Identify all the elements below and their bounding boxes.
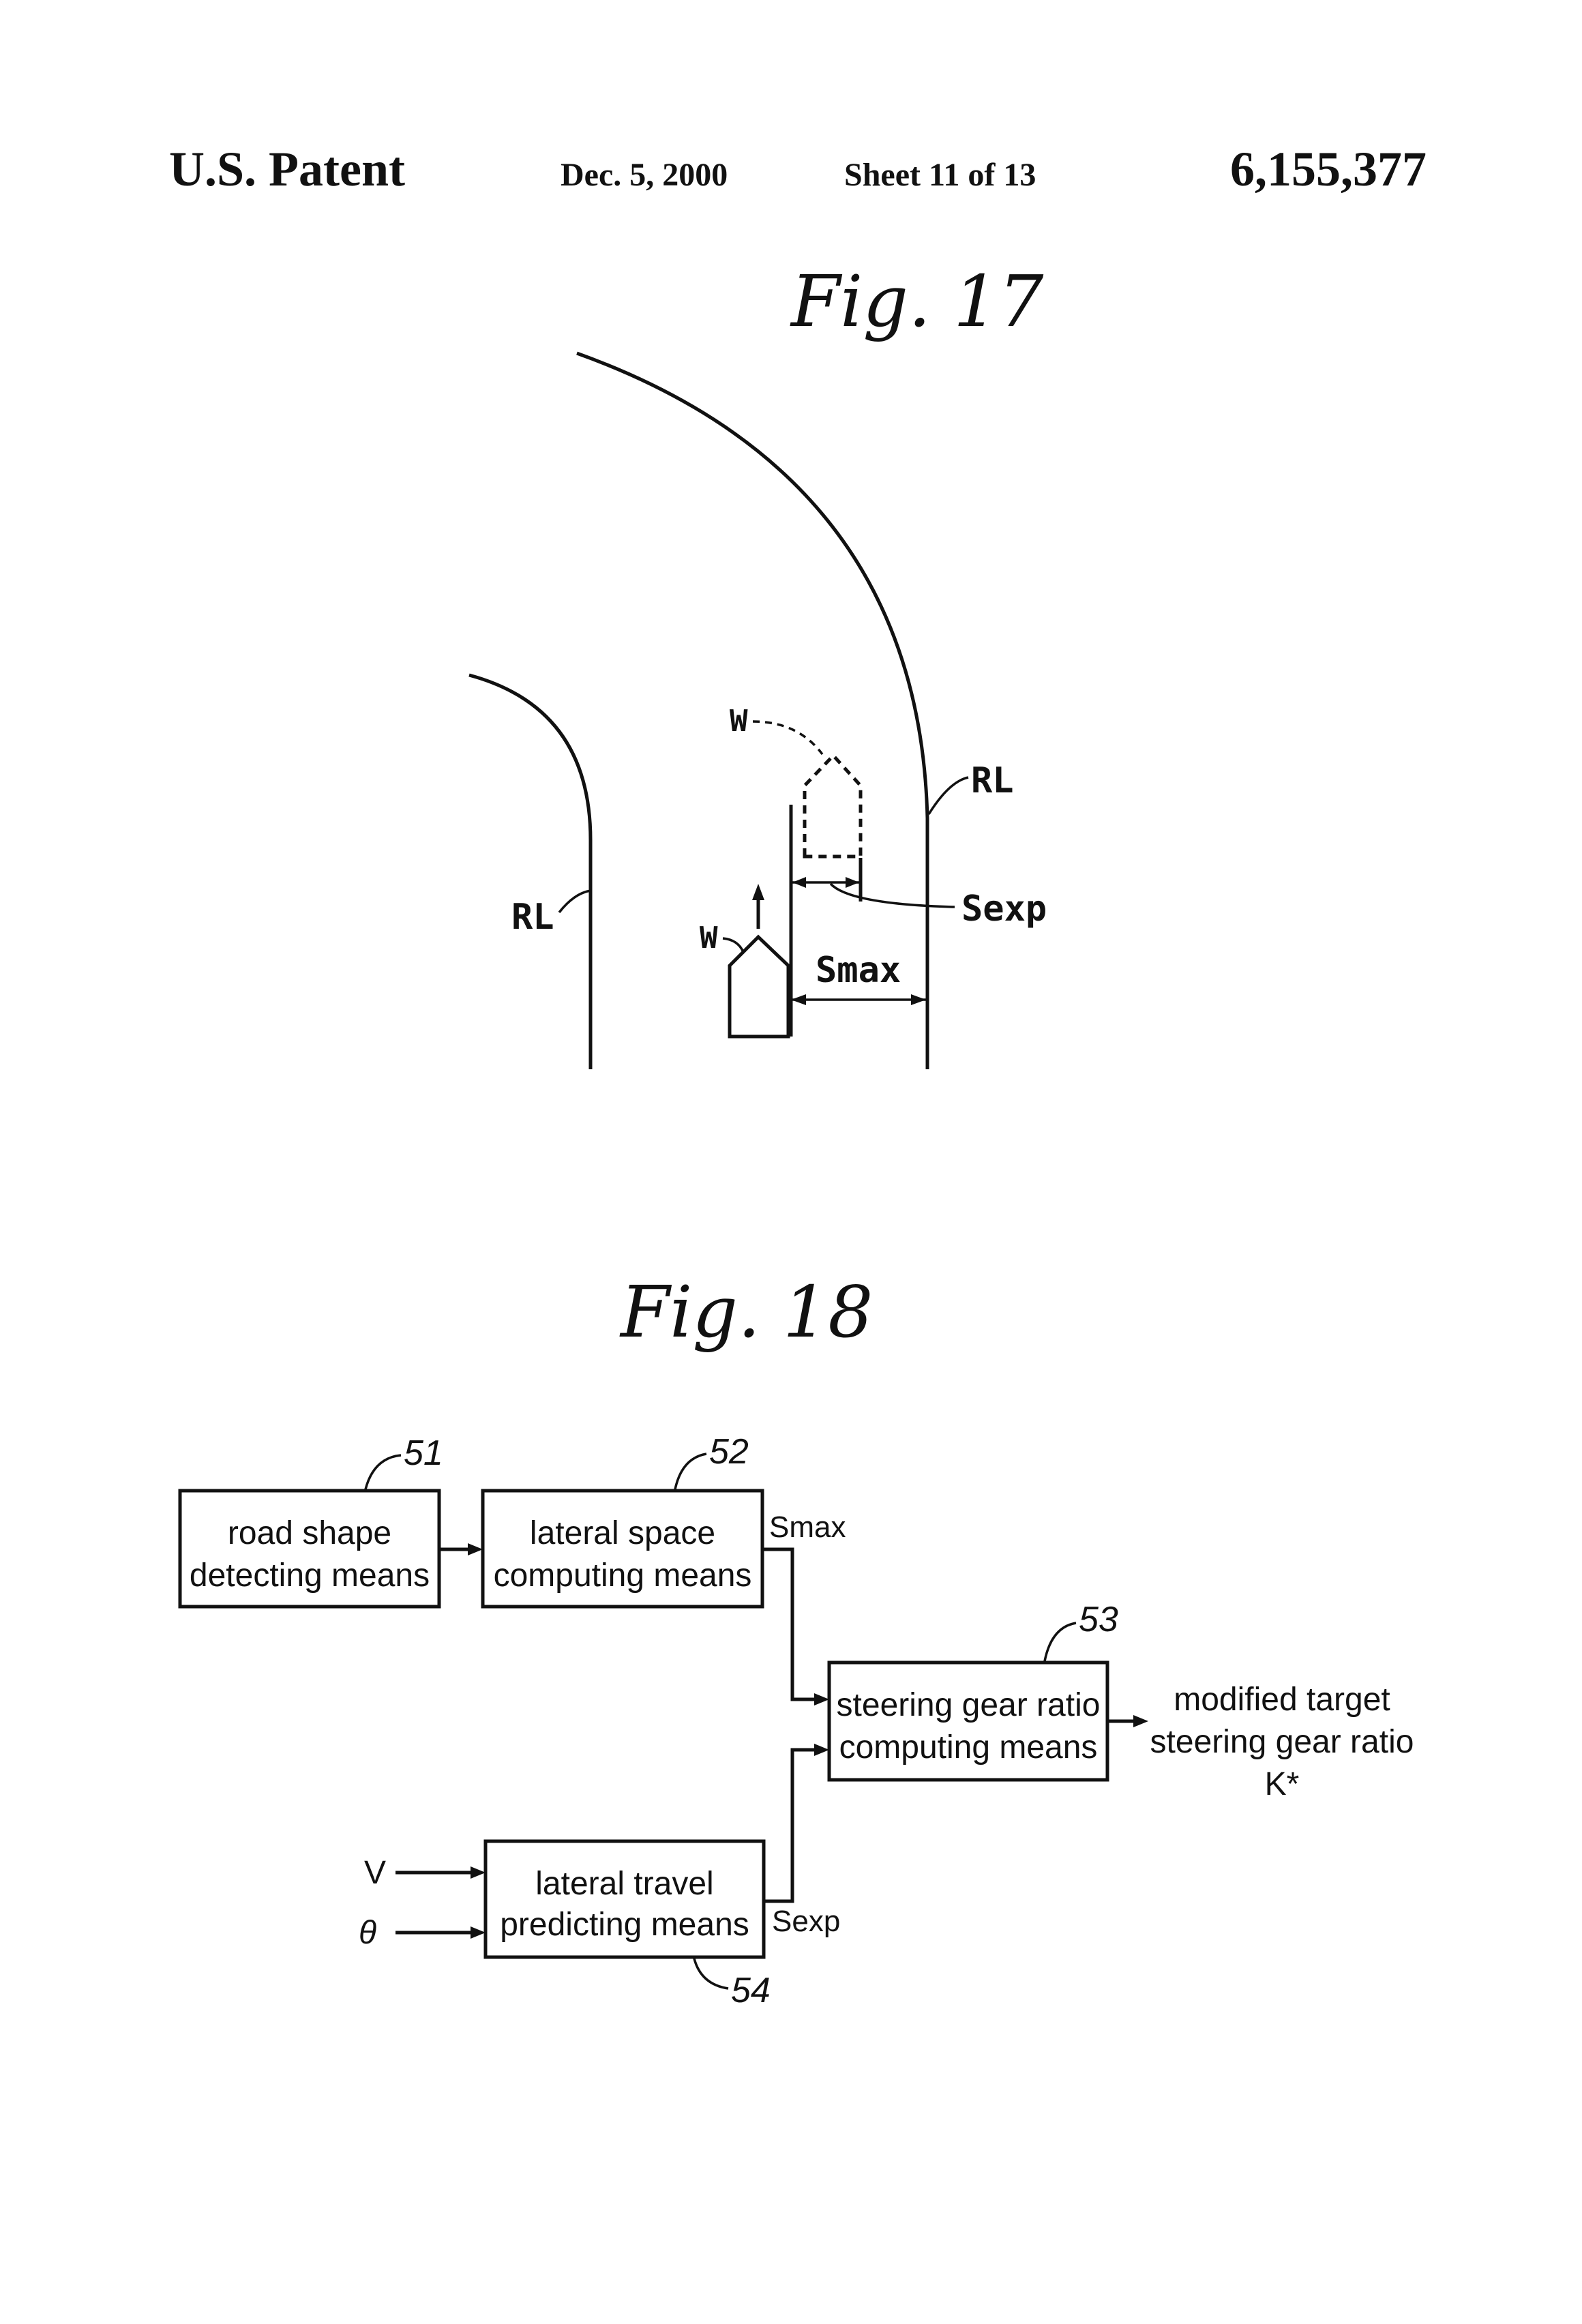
smax-arrow-left <box>791 994 806 1005</box>
ref-53-leader <box>1045 1623 1076 1661</box>
ref-51-leader <box>365 1455 401 1489</box>
output-line1: modified target <box>1174 1682 1390 1718</box>
rl-label-left: RL <box>511 897 554 938</box>
block-52-line2: computing means <box>494 1558 752 1594</box>
signal-sexp: Sexp <box>772 1905 840 1938</box>
w-dashed-leader <box>753 721 822 754</box>
header-left: U.S. Patent <box>169 142 405 196</box>
header-patent-number: 6,155,377 <box>1230 142 1427 196</box>
current-vehicle <box>730 937 788 1037</box>
smax-signal-path <box>762 1549 824 1699</box>
input-theta-label: θ <box>359 1915 376 1951</box>
fig17-title: Fig. 17 <box>790 260 1044 343</box>
direction-arrow-head <box>752 884 764 900</box>
header-date: Dec. 5, 2000 <box>561 157 728 193</box>
ref-53: 53 <box>1079 1600 1118 1639</box>
output-line2: steering gear ratio <box>1150 1724 1414 1760</box>
rl-right-leader <box>929 777 968 814</box>
header-sheet: Sheet 11 of 13 <box>844 157 1036 193</box>
sexp-signal-path <box>764 1750 824 1901</box>
block-51-line1: road shape <box>228 1515 391 1551</box>
block-53-line1: steering gear ratio <box>837 1687 1101 1723</box>
rl-label-right: RL <box>971 760 1014 801</box>
w-label-current: W <box>700 921 718 955</box>
predicted-vehicle-dashed <box>805 756 861 856</box>
ref-54-leader <box>694 1958 728 1988</box>
smax-signal-arrowhead <box>814 1693 829 1705</box>
rl-left-leader <box>559 891 591 912</box>
ref-54: 54 <box>731 1971 771 2010</box>
block-54-line1: lateral travel <box>535 1866 713 1902</box>
output-arrowhead <box>1133 1715 1148 1727</box>
road-line-left <box>469 675 591 1069</box>
sexp-arrow-right <box>846 877 859 888</box>
signal-smax: Smax <box>769 1510 846 1544</box>
ref-51: 51 <box>404 1433 443 1473</box>
smax-arrow-right <box>911 994 926 1005</box>
w-label-predicted: W <box>730 704 748 739</box>
smax-label: Smax <box>816 950 901 991</box>
block-54-line2: predicting means <box>500 1907 749 1943</box>
sexp-label: Sexp <box>961 889 1047 929</box>
output-line3: K* <box>1265 1766 1300 1802</box>
input-v-arrowhead <box>471 1866 486 1879</box>
ref-52: 52 <box>709 1432 749 1472</box>
block-51-line2: detecting means <box>190 1558 430 1594</box>
input-theta-arrowhead <box>471 1926 486 1939</box>
w-solid-leader <box>723 938 743 952</box>
sexp-arrow-left <box>792 877 806 888</box>
ref-52-leader <box>675 1454 706 1489</box>
block-52-line1: lateral space <box>530 1515 715 1551</box>
arrow-51-to-52-head <box>468 1543 483 1555</box>
input-v-label: V <box>364 1855 386 1891</box>
fig18-title: Fig. 18 <box>619 1270 873 1354</box>
sexp-leader <box>831 884 955 907</box>
block-53-line2: computing means <box>839 1729 1098 1766</box>
sexp-signal-arrowhead <box>814 1744 829 1756</box>
